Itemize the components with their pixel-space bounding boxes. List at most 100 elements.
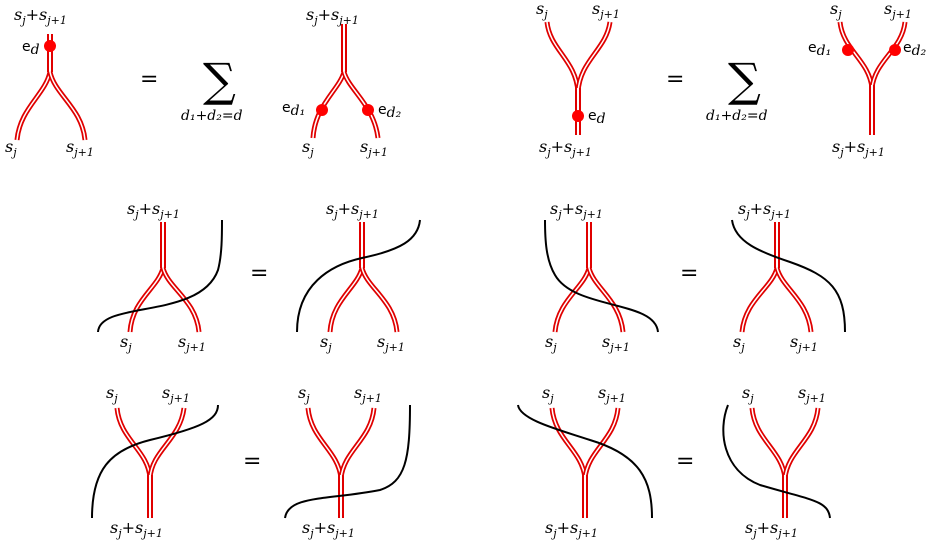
equals-sign: = <box>680 261 698 286</box>
bottom-label: sj+sj+1 <box>302 518 355 540</box>
dot-right <box>889 44 901 56</box>
thin-strand-right <box>147 407 187 479</box>
top-left-label: sj <box>542 383 554 405</box>
top-label: sj+sj+1 <box>738 199 791 221</box>
black-strand <box>296 219 421 333</box>
thin-strand-right <box>774 267 814 333</box>
sum-index: d₁+d₂=d <box>181 108 243 124</box>
split-crossing-diagram-1: sj+sj+1 sj sj+1 <box>97 199 223 354</box>
dot-label: ed <box>588 108 606 127</box>
merge-crossing-diagram-3: sj sj+1 sj+sj+1 <box>517 383 653 540</box>
thin-strand-right <box>341 71 381 139</box>
bottom-left-label: sj <box>320 332 332 354</box>
equals-sign: = <box>243 449 261 474</box>
dot-left <box>842 44 854 56</box>
merge-dots-top-diagram: ed₁ ed₂ sj sj+1 sj+sj+1 <box>808 0 927 159</box>
equals-sign: = <box>250 261 268 286</box>
dot <box>572 110 584 122</box>
dot-right-label: ed₂ <box>378 102 402 121</box>
top-label: sj+sj+1 <box>14 5 67 27</box>
thin-strand-right <box>338 407 377 479</box>
thin-strand-right <box>47 71 88 141</box>
top-right-label: sj+1 <box>798 383 826 405</box>
thin-strand-left <box>739 267 780 333</box>
top-left-label: sj <box>536 0 548 21</box>
top-right-label: sj+1 <box>884 0 912 21</box>
sigma-symbol: ∑ <box>728 53 761 107</box>
top-label: sj+sj+1 <box>326 199 379 221</box>
bottom-left-label: sj <box>545 332 557 354</box>
bottom-label: sj+sj+1 <box>539 137 592 159</box>
dot-label: ed <box>22 39 40 58</box>
split-crossing-diagram-2: sj+sj+1 sj sj+1 <box>296 199 421 354</box>
thin-strand-left <box>127 267 166 333</box>
bottom-right-label: sj+1 <box>790 332 818 354</box>
dot-right-label: ed₂ <box>903 40 927 59</box>
bottom-right-label: sj+1 <box>178 332 206 354</box>
equals-sign: = <box>676 449 694 474</box>
equals-sign: = <box>140 67 158 92</box>
top-right-label: sj+1 <box>354 383 382 405</box>
black-strand <box>97 219 223 333</box>
thin-strand-right <box>160 267 202 333</box>
bottom-left-label: sj <box>733 332 745 354</box>
merge-crossing-diagram-1: sj sj+1 sj+sj+1 <box>91 383 219 540</box>
thin-strand-right <box>586 267 626 333</box>
dot-right <box>362 104 374 116</box>
thin-strand-left <box>549 407 588 479</box>
top-label: sj+sj+1 <box>306 5 359 27</box>
sum-index: d₁+d₂=d <box>706 108 768 124</box>
top-label: sj+sj+1 <box>550 199 603 221</box>
top-right-label: sj+1 <box>592 0 620 21</box>
black-strand <box>544 219 659 333</box>
bottom-label: sj+sj+1 <box>110 518 163 540</box>
bottom-right-label: sj+1 <box>377 332 405 354</box>
bottom-label: sj+sj+1 <box>745 518 798 540</box>
top-label: sj+sj+1 <box>127 199 180 221</box>
thin-strand-right <box>782 407 821 479</box>
thin-strand-left <box>552 267 592 333</box>
bottom-left-label: sj <box>5 137 17 159</box>
thin-strand-left <box>837 21 875 89</box>
bottom-left-label: sj <box>302 137 314 159</box>
top-left-label: sj <box>830 0 842 21</box>
dot-left-label: ed₁ <box>808 40 831 59</box>
black-strand <box>517 404 653 519</box>
merge-crossing-diagram-4: sj sj+1 sj+sj+1 <box>722 383 831 540</box>
bottom-label: sj+sj+1 <box>832 137 885 159</box>
thin-strand-left <box>305 407 344 479</box>
dot <box>44 40 56 52</box>
thin-strand-right <box>359 267 400 333</box>
bottom-left-label: sj <box>120 332 132 354</box>
top-left-label: sj <box>742 383 754 405</box>
black-strand <box>731 219 846 333</box>
black-strand <box>91 404 219 519</box>
thin-strand-left <box>749 407 788 479</box>
bottom-right-label: sj+1 <box>602 332 630 354</box>
equals-sign: = <box>666 67 684 92</box>
dot-left-label: ed₁ <box>282 100 305 119</box>
merge-crossing-diagram-2: sj sj+1 sj+sj+1 <box>284 383 411 540</box>
top-right-label: sj+1 <box>598 383 626 405</box>
bottom-right-label: sj+1 <box>66 137 94 159</box>
thin-strand-left <box>310 71 347 139</box>
black-strand <box>722 404 831 519</box>
split-dot-top-diagram: ed sj+sj+1 sj sj+1 <box>5 5 94 159</box>
merge-dot-bottom-diagram: ed sj sj+1 sj+sj+1 <box>536 0 620 159</box>
dot-left <box>316 104 328 116</box>
sigma-symbol: ∑ <box>203 53 236 107</box>
thin-strand-left <box>544 21 581 93</box>
split-crossing-diagram-3: sj+sj+1 sj sj+1 <box>544 199 659 354</box>
thin-strand-right <box>869 21 908 89</box>
thin-strand-left <box>114 407 153 479</box>
top-left-label: sj <box>298 383 310 405</box>
split-crossing-diagram-4: sj+sj+1 sj sj+1 <box>731 199 846 354</box>
thin-strand-left <box>14 71 53 141</box>
split-dots-bottom-diagram: ed₁ ed₂ sj+sj+1 sj sj+1 <box>282 5 402 159</box>
bottom-label: sj+sj+1 <box>545 518 598 540</box>
bottom-right-label: sj+1 <box>360 137 388 159</box>
black-strand <box>284 404 411 519</box>
top-left-label: sj <box>106 383 118 405</box>
thin-strand-left <box>327 267 365 333</box>
